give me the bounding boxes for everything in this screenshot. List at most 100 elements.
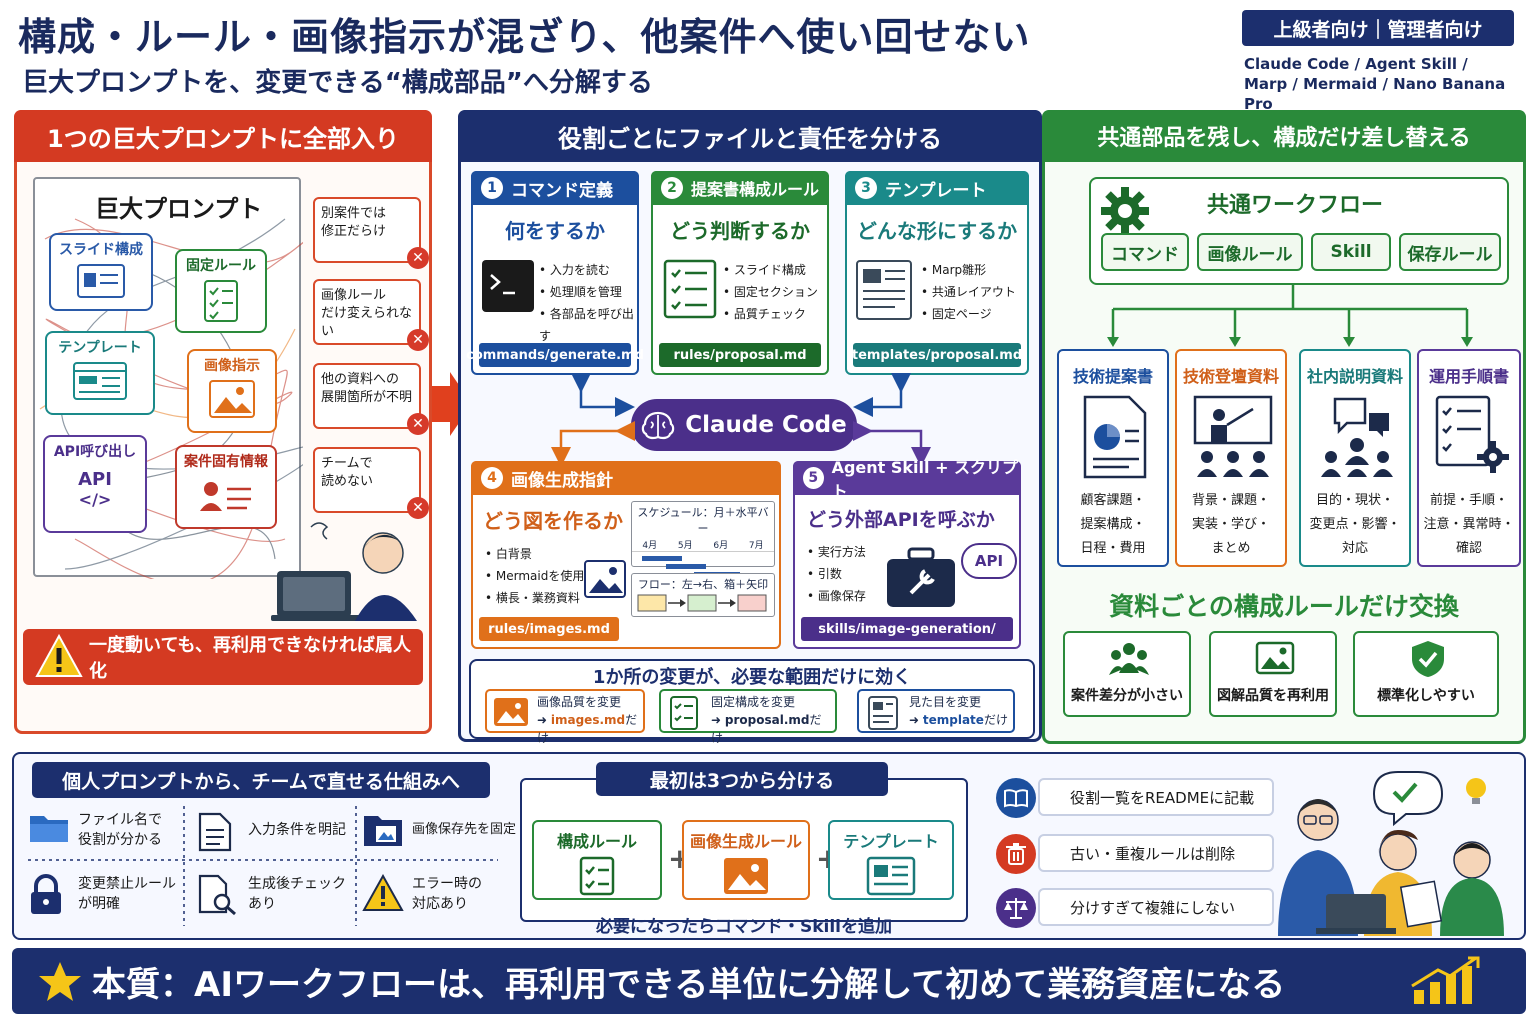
card-item: Mermaidを使用 (485, 565, 584, 587)
block-label: スライド構成 (59, 242, 143, 258)
tip-readme: 役割一覧をREADMEに記載 (1038, 778, 1274, 816)
rulebook-icon (579, 856, 615, 896)
dotted-divider (355, 806, 357, 926)
meeting-icon (1321, 397, 1393, 477)
card-item: 各部品を呼び出す (539, 303, 637, 347)
shield-check-icon (1412, 641, 1444, 677)
panel1-alert-banner: 一度動いても、再利用できなければ属人化 (23, 629, 423, 685)
panel2-title: 役割ごとにファイルと責任を分ける (458, 110, 1042, 162)
card-file-path: skills/image-generation/ (801, 617, 1013, 641)
change-target: proposal.md (724, 713, 810, 727)
footer-banner: 本質：AIワークフローは、再利用できる単位に分解して初めて業務資産になる (12, 948, 1526, 1014)
dotted-divider (183, 806, 185, 926)
slide-icon (77, 264, 125, 298)
feature-error-handling: エラー時の対応あり (362, 874, 482, 914)
card-items: Marp雛形 共通レイアウト 固定ページ (921, 259, 1016, 325)
lock-icon (31, 874, 61, 914)
block-label: API呼び出し (53, 444, 137, 460)
change-target: images.md (550, 713, 626, 727)
card-items: 白背景 Mermaidを使用 横長・業務資料 (485, 543, 584, 609)
dotted-divider (28, 859, 498, 861)
block-project-specific-info: 案件固有情報 (175, 445, 277, 529)
block-label: 固定ルール (186, 258, 256, 274)
change-suffix: だけ (537, 713, 638, 745)
checklist-gear-icon (1435, 395, 1509, 473)
step-number: 4 (481, 467, 503, 489)
problem-line-1: 画像ルール (321, 288, 387, 303)
pie-report-icon (1083, 395, 1147, 479)
page-subtitle: 巨大プロンプトを、変更できる“構成部品”へ分解する (22, 68, 653, 98)
flow-label: フロー：左→右、箱＋矢印 (637, 578, 769, 591)
checklist-icon (670, 696, 698, 730)
change-label: 画像品質を変更 (537, 695, 622, 709)
card-file-path: rules/images.md (479, 617, 619, 641)
card-question: 何をするか (505, 219, 605, 243)
card-file-path: rules/proposal.md (659, 343, 821, 367)
problem-item: 別案件では 修正だらけ ✕ (313, 197, 429, 269)
block-label: テンプレート (58, 340, 142, 356)
card-item: 実行方法 (807, 541, 866, 563)
feature-line: 生成後チェック (248, 876, 346, 892)
checklist-icon (204, 280, 238, 322)
feature-line: 画像保存先を固定 (412, 822, 517, 837)
feature-line: 役割が分かる (78, 832, 162, 848)
card-item: 引数 (807, 563, 866, 585)
benefit-label: 案件差分が小さい (1071, 688, 1183, 704)
problem-line-2: 修正だらけ (321, 224, 387, 239)
add-later-note: 必要になったらコマンド・Skillを追加 (595, 917, 893, 937)
doc-tech-proposal: 技術提案書 顧客課題・提案構成・日程・費用 (1057, 349, 1169, 567)
worried-person-laptop-icon (271, 522, 417, 621)
feature-line: あり (248, 896, 276, 912)
card-items: 入力を読む 処理順を管理 各部品を呼び出す (539, 259, 637, 347)
image-icon (209, 380, 255, 418)
card-name: Agent Skill + スクリプト (831, 458, 1019, 501)
problem-item: 画像ルール だけ変えられない ✕ (313, 279, 429, 351)
benefit-label: 図解品質を再利用 (1217, 688, 1329, 704)
change-item-images: 画像品質を変更 ➜ images.mdだけ (485, 689, 645, 745)
change-item-template: 見た目を変更 ➜ templateだけ (857, 689, 1015, 733)
swap-rules-caption: 資料ごとの構成ルールだけ交換 (1109, 592, 1459, 621)
audience-badge: 上級者向け｜管理者向け (1242, 10, 1514, 46)
doc-title: 技術登壇資料 (1182, 367, 1279, 386)
step-number: 5 (803, 467, 824, 489)
feature-file-names: ファイル名で役割が分かる (28, 810, 162, 850)
block-label: 案件固有情報 (184, 454, 268, 470)
giant-prompt-document: 巨大プロンプト スライド構成 固定ルール テンプレート 画像指示 API呼び出し… (33, 177, 303, 579)
toolbox-icon (887, 547, 955, 607)
image-icon (494, 698, 528, 726)
start-label: テンプレート (843, 832, 939, 851)
star-icon (39, 962, 81, 1001)
template-doc-icon (856, 260, 912, 320)
block-template: テンプレート (45, 331, 155, 415)
card-question: どんな形にするか (856, 219, 1018, 243)
problem-line-1: チームで (321, 456, 373, 471)
change-target: template (922, 713, 984, 727)
card-item: 横長・業務資料 (485, 587, 584, 609)
feature-input-conditions: 入力条件を明記 (198, 812, 346, 852)
feature-no-change-rules: 変更禁止ルールが明確 (28, 874, 176, 914)
change-suffix: だけ (983, 713, 1008, 727)
doc-title: 技術提案書 (1072, 367, 1153, 386)
problem-line-1: 他の資料への (321, 372, 400, 387)
feature-line: 変更禁止ルール (78, 876, 176, 892)
panel3-title: 共通部品を残し、構成だけ差し替える (1042, 110, 1526, 162)
template-doc-icon (868, 696, 898, 730)
card-item: 入力を読む (539, 259, 637, 281)
x-icon: ✕ (407, 329, 429, 351)
doc-operation-manual: 運用手順書 前提・手順・注意・異常時・確認 (1417, 349, 1521, 567)
arrow-right-icon (432, 372, 472, 436)
code-icon: </> (78, 490, 112, 509)
layout-icon (866, 856, 916, 896)
person-card-icon (200, 482, 251, 511)
card-items: スライド構成 固定セクション 品質チェック (723, 259, 818, 325)
common-workflow-box: 共通ワークフロー コマンド 画像ルール Skill 保存ルール (1089, 177, 1509, 285)
x-icon: ✕ (407, 497, 429, 519)
card-name: コマンド定義 (511, 180, 613, 201)
warning-icon (35, 633, 83, 677)
flow-example: フロー：左→右、箱＋矢印 (631, 573, 775, 617)
